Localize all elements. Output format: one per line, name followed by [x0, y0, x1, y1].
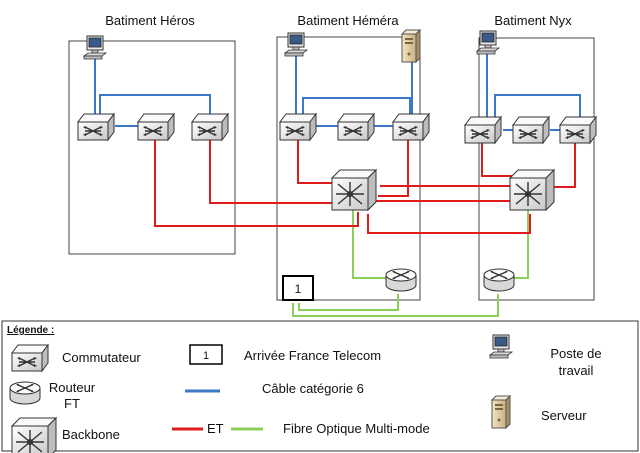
switch-icon	[137, 113, 175, 141]
legend-et-label: ET	[207, 421, 224, 436]
switch-icon	[191, 113, 229, 141]
building-nyx-title: Batiment Nyx	[494, 13, 572, 28]
legend-ft-arrival-number: 1	[203, 350, 209, 362]
switch-icon	[77, 113, 115, 141]
workstation-icon	[489, 334, 513, 359]
legend-workstation-label-1: Poste de	[550, 346, 601, 361]
legend-workstation-label-2: travail	[559, 363, 594, 378]
building-heros-box	[68, 40, 236, 255]
building-heros-title: Batiment Héros	[105, 13, 195, 28]
building-hemera-title: Batiment Héméra	[297, 13, 399, 28]
switch-icon	[11, 344, 49, 372]
router-icon	[385, 268, 417, 292]
building-nyx-box	[478, 37, 595, 301]
cat6-links	[94, 52, 581, 131]
legend-title: Légende :	[7, 325, 54, 336]
ft-arrival-box	[282, 275, 314, 301]
legend-fiber-label: Fibre Optique Multi-mode	[283, 421, 430, 436]
legend-backbone-label: Backbone	[62, 427, 120, 442]
switch-icon	[512, 116, 550, 144]
switch-icon	[559, 116, 597, 144]
legend-box	[1, 320, 639, 452]
legend-router-label-1: Routeur	[49, 380, 96, 395]
building-hemera-box	[276, 36, 421, 301]
legend-router-label-2: FT	[64, 396, 80, 411]
backbone-icon	[331, 169, 377, 211]
ft-arrival-number: 1	[295, 282, 302, 296]
legend-switch-label: Commutateur	[62, 350, 141, 365]
legend-server-label: Serveur	[541, 408, 587, 423]
switch-icon	[464, 116, 502, 144]
switch-icon	[392, 113, 430, 141]
legend-ft-arrival-box	[189, 344, 223, 365]
backbone-icon	[11, 417, 57, 453]
legend-cat6-label: Câble catégorie 6	[262, 381, 364, 396]
workstation-icon	[83, 35, 107, 60]
server-icon	[401, 29, 421, 63]
et-links	[154, 140, 576, 234]
switch-icon	[337, 113, 375, 141]
backbone-icon	[509, 169, 555, 211]
switch-icon	[279, 113, 317, 141]
server-icon	[491, 395, 511, 429]
router-icon	[9, 381, 41, 405]
legend-ft-arrival-label: Arrivée France Telecom	[244, 348, 381, 363]
router-icon	[483, 268, 515, 292]
workstation-icon	[476, 30, 500, 55]
workstation-icon	[284, 32, 308, 57]
